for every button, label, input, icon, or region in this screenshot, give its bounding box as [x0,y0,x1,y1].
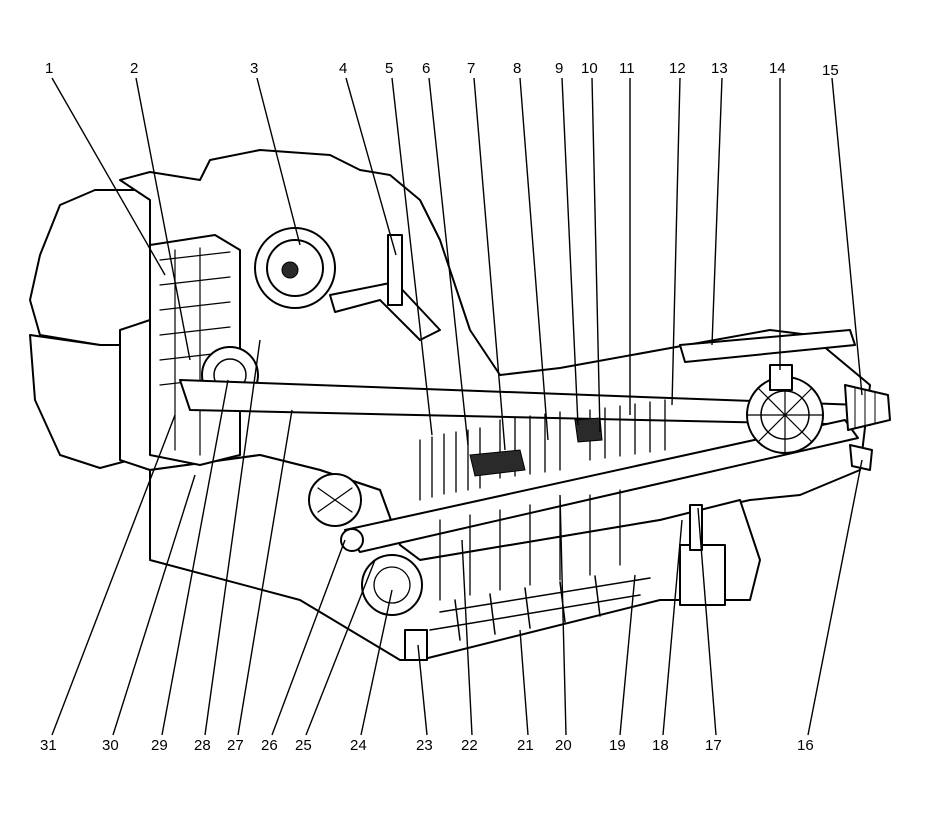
callout-7: 7 [467,60,475,77]
callout-14: 14 [769,60,786,77]
callout-17: 17 [705,737,722,754]
transmission-illustration [29,149,891,661]
callout-19: 19 [609,737,626,754]
callout-30: 30 [102,737,119,754]
callout-12: 12 [669,60,686,77]
callout-1: 1 [45,60,53,77]
callout-24: 24 [350,737,367,754]
callout-6: 6 [422,60,430,77]
callout-22: 22 [461,737,478,754]
callout-13: 13 [711,60,728,77]
callout-25: 25 [295,737,312,754]
callout-28: 28 [194,737,211,754]
callout-21: 21 [517,737,534,754]
callouts-bottom: 31 30 29 28 27 26 25 24 23 22 21 20 19 1… [40,737,814,754]
callout-16: 16 [797,737,814,754]
callout-20: 20 [555,737,572,754]
callout-5: 5 [385,60,393,77]
callout-31: 31 [40,737,57,754]
leader-lines [51,77,863,736]
callout-18: 18 [652,737,669,754]
callout-4: 4 [339,60,347,77]
callout-8: 8 [513,60,521,77]
callout-26: 26 [261,737,278,754]
callout-15: 15 [822,62,839,79]
callout-11: 11 [619,60,635,77]
callout-9: 9 [555,60,563,77]
callout-27: 27 [227,737,244,754]
callout-10: 10 [581,60,598,77]
callout-3: 3 [250,60,258,77]
callout-23: 23 [416,737,433,754]
callout-2: 2 [130,60,138,77]
callout-29: 29 [151,737,168,754]
callouts-top: 1 2 3 4 5 6 7 8 9 10 11 12 13 14 15 [45,60,839,79]
